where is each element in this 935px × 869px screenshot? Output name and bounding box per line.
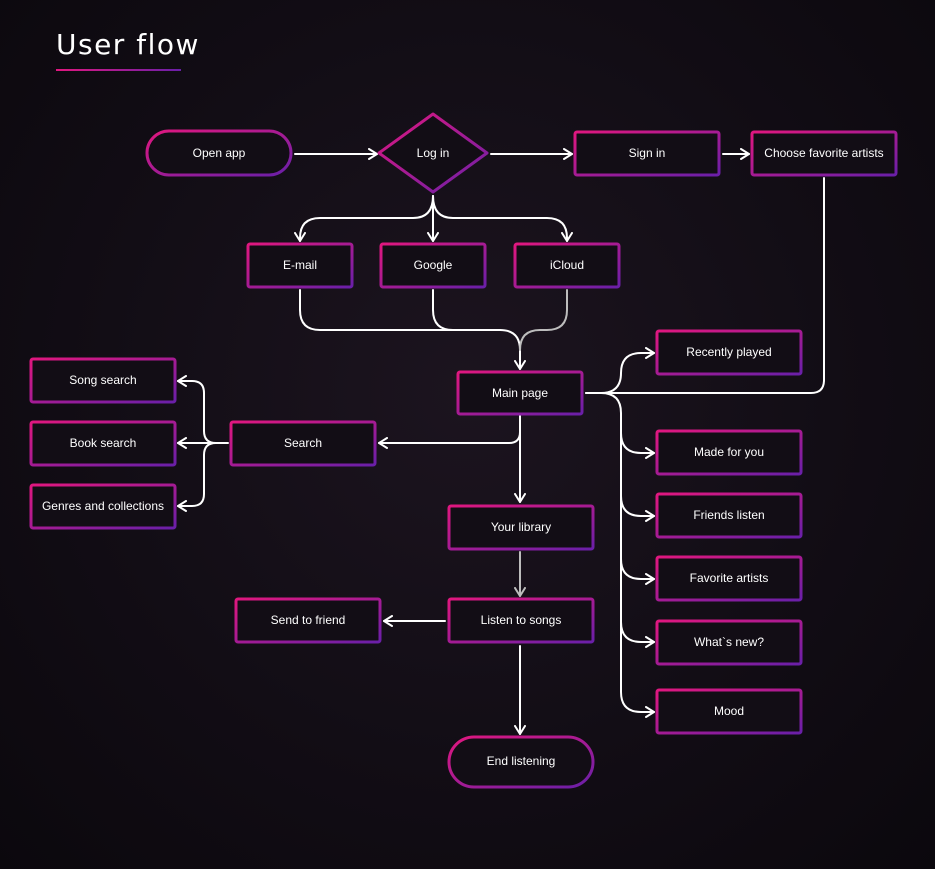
node-listen-to-songs: Listen to songs — [447, 597, 595, 644]
node-genres-and-collections-label: Genres and collections — [42, 499, 164, 513]
node-favorite-artists-label: Favorite artists — [690, 571, 769, 585]
node-email: E-mail — [246, 242, 354, 289]
node-email-label: E-mail — [283, 258, 317, 272]
connector-search-to-song-search — [177, 375, 229, 444]
connector-google-to-main-page — [432, 289, 501, 331]
connector-icloud-to-main-page — [519, 289, 568, 351]
node-whats-new-label: What`s new? — [694, 635, 764, 649]
page-title: User flow — [56, 28, 200, 61]
node-search: Search — [229, 420, 377, 467]
node-google: Google — [379, 242, 487, 289]
connector-main-page-to-recently-played — [585, 347, 655, 394]
node-genres-and-collections: Genres and collections — [29, 483, 177, 530]
connector-branch-to-whats-new — [620, 621, 655, 648]
node-icloud-label: iCloud — [550, 258, 584, 272]
node-log-in-decision: Log in — [377, 112, 489, 194]
node-song-search: Song search — [29, 357, 177, 404]
connector-main-page-to-search — [378, 419, 521, 449]
node-sign-in: Sign in — [573, 130, 721, 177]
connector-main-page-branch — [600, 392, 655, 718]
node-send-to-friend: Send to friend — [234, 597, 382, 644]
node-book-search-label: Book search — [70, 436, 137, 450]
node-main-page-label: Main page — [492, 386, 548, 400]
node-mood-label: Mood — [714, 704, 744, 718]
node-end-listening: End listening — [447, 735, 595, 789]
node-favorite-artists: Favorite artists — [655, 555, 803, 602]
node-sign-in-label: Sign in — [629, 146, 666, 160]
connector-branch-to-made-for-you — [620, 432, 655, 459]
node-friends-listen-label: Friends listen — [693, 508, 764, 522]
node-open-app-label: Open app — [193, 146, 246, 160]
connector-email-to-main-page — [299, 289, 526, 370]
node-your-library-label: Your library — [491, 520, 551, 534]
node-end-listening-label: End listening — [487, 754, 556, 768]
node-google-label: Google — [414, 258, 453, 272]
node-whats-new: What`s new? — [655, 619, 803, 666]
connector-search-to-genres — [177, 442, 217, 512]
node-made-for-you: Made for you — [655, 429, 803, 476]
node-made-for-you-label: Made for you — [694, 445, 764, 459]
node-recently-played: Recently played — [655, 329, 803, 376]
node-listen-to-songs-label: Listen to songs — [481, 613, 562, 627]
node-log-in-label: Log in — [417, 146, 450, 160]
connector-log-in-to-icloud — [432, 195, 573, 242]
node-recently-played-label: Recently played — [686, 345, 771, 359]
node-choose-favorite-artists: Choose favorite artists — [750, 130, 898, 177]
node-search-label: Search — [284, 436, 322, 450]
node-friends-listen: Friends listen — [655, 492, 803, 539]
connector-branch-to-friends-listen — [620, 495, 655, 522]
connector-branch-to-favorite-artists — [620, 558, 655, 585]
node-choose-favorite-artists-label: Choose favorite artists — [764, 146, 883, 160]
node-send-to-friend-label: Send to friend — [271, 613, 346, 627]
title-underline — [56, 69, 181, 71]
node-mood: Mood — [655, 688, 803, 735]
node-open-app: Open app — [145, 129, 293, 177]
node-your-library: Your library — [447, 504, 595, 551]
node-icloud: iCloud — [513, 242, 621, 289]
connectors — [177, 148, 825, 735]
node-song-search-label: Song search — [69, 373, 136, 387]
node-main-page: Main page — [456, 370, 584, 416]
node-book-search: Book search — [29, 420, 177, 467]
connector-log-in-to-email — [294, 195, 434, 242]
connector-choose-artists-to-main-page — [585, 177, 825, 394]
